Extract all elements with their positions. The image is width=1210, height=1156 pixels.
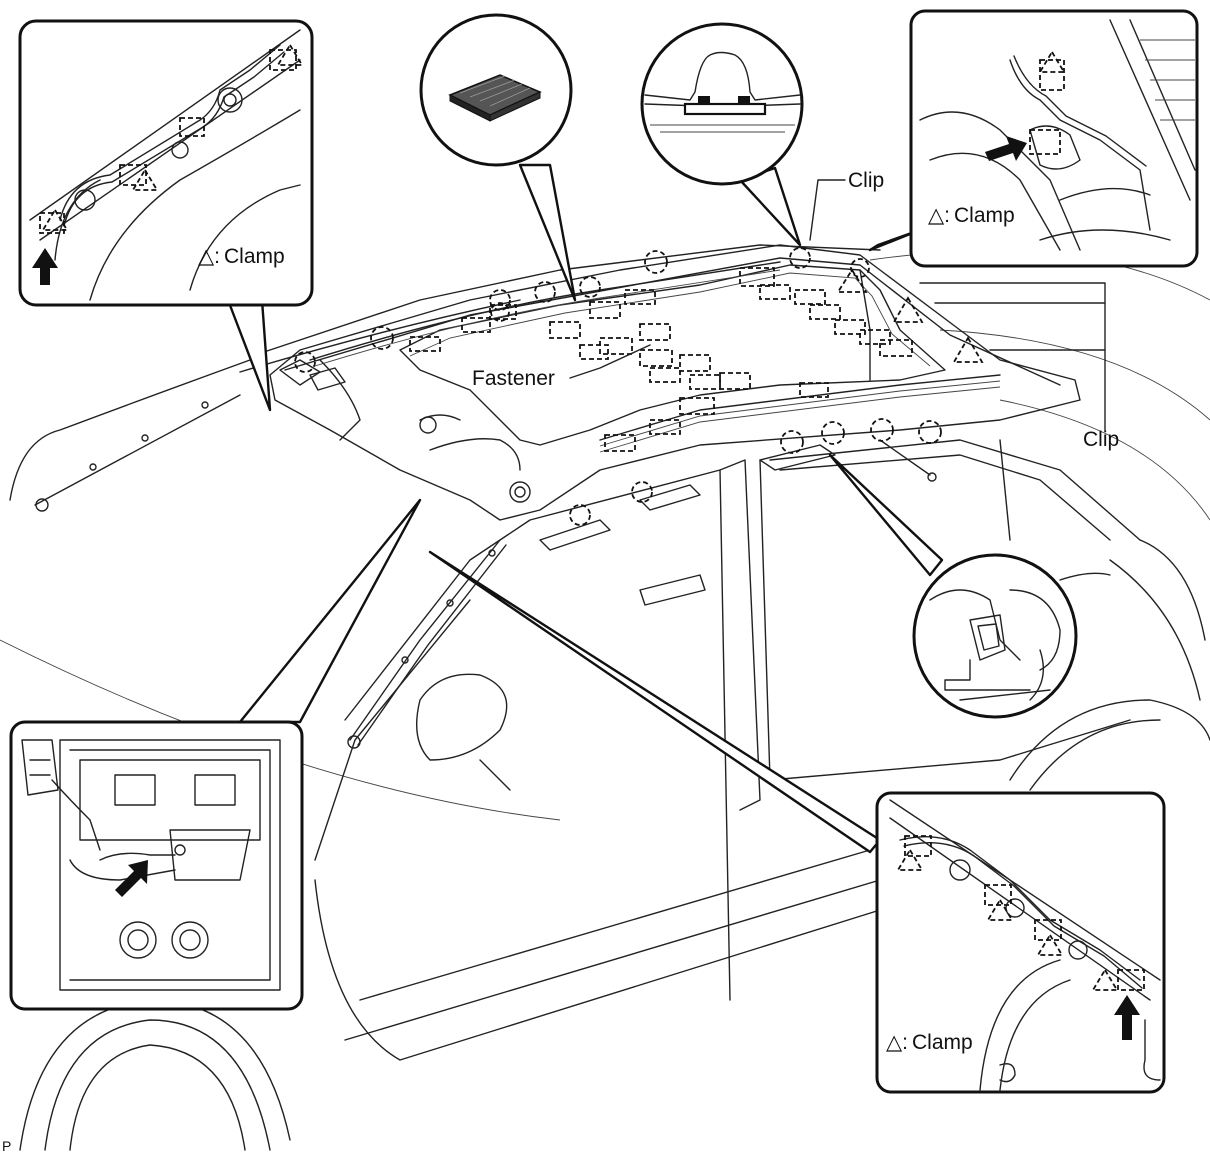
- inset-top-left: △:Clamp: [18, 19, 314, 307]
- inset-bottom-left: [9, 720, 304, 1011]
- detail-circle-clip-side: [912, 553, 1078, 719]
- clamp-symbol: △: [928, 204, 945, 227]
- clip-label-right: Clip: [1083, 428, 1119, 451]
- clip-label-top: Clip: [848, 169, 884, 192]
- svg-text:△:Clamp: △:Clamp: [928, 204, 1015, 227]
- inset-top-right: △:Clamp: [909, 9, 1199, 268]
- callout-leaders: [226, 163, 944, 854]
- svg-text:△:Clamp: △:Clamp: [198, 245, 285, 268]
- figure-code: P: [2, 1138, 11, 1154]
- clamp-symbol: △: [198, 245, 215, 268]
- clamp-label-bottom-right: Clamp: [912, 1031, 973, 1054]
- inset-bottom-right: △:Clamp: [875, 791, 1166, 1094]
- svg-text:△:Clamp: △:Clamp: [886, 1031, 973, 1054]
- clamp-label-top-right: Clamp: [954, 204, 1015, 227]
- text-labels: Clip Fastener Clip P: [2, 169, 1119, 1154]
- clamp-symbol: △: [886, 1031, 903, 1054]
- clamp-label-top-left: Clamp: [224, 245, 285, 268]
- clamp-separator: :: [902, 1031, 908, 1054]
- clamp-separator: :: [944, 204, 950, 227]
- car-body-outline: [0, 244, 1210, 1151]
- clip-leaders-right: [919, 282, 1106, 431]
- roof-headliner: [269, 244, 1081, 551]
- fastener-label: Fastener: [472, 367, 555, 390]
- detail-circle-fastener: [419, 13, 573, 167]
- detail-circle-clip-top: [640, 22, 804, 186]
- clamp-separator: :: [214, 245, 220, 268]
